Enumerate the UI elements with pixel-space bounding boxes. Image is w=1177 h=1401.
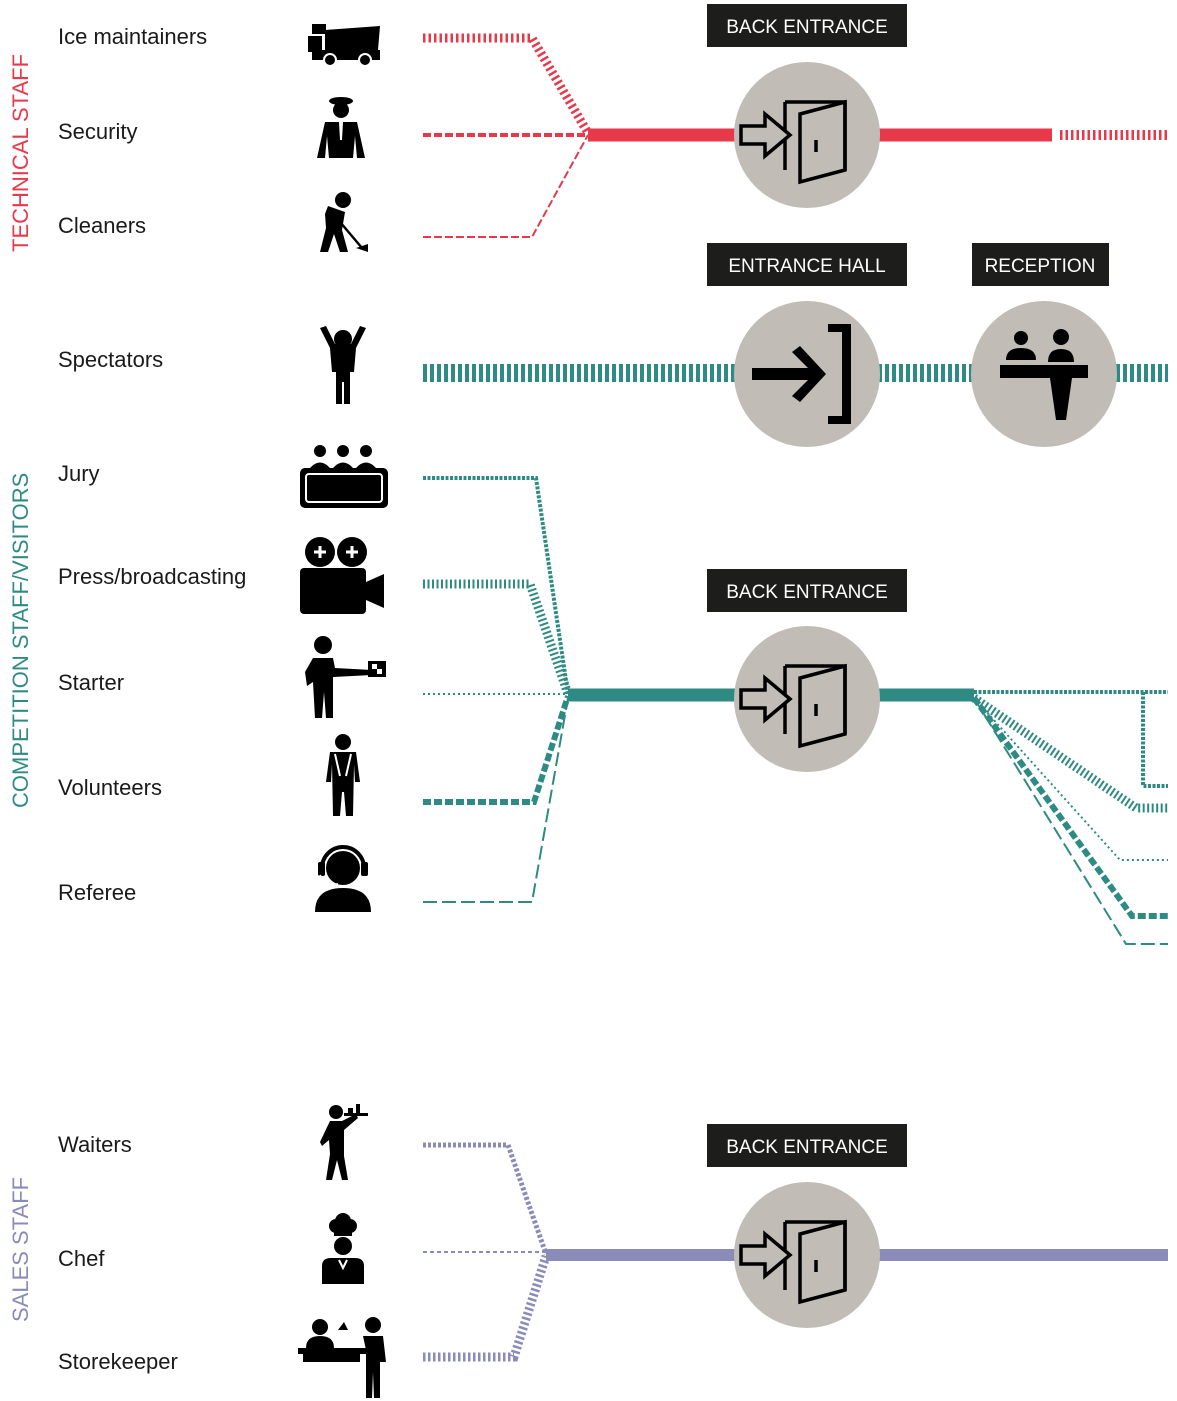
starter-flag-icon: [305, 636, 386, 718]
flow-line-press-exit: [971, 694, 1168, 813]
flow-line-volunteers-exit: [971, 696, 1168, 919]
role-label-jury: Jury: [58, 461, 100, 486]
arrow-enter-icon: [752, 324, 851, 424]
role-label-storekeeper: Storekeeper: [58, 1349, 178, 1374]
node-label-back-entrance-technical: BACK ENTRANCE: [726, 17, 888, 38]
flow-line-referee-exit: [973, 697, 1168, 945]
flow-line-waiters: [423, 1142, 549, 1255]
ice-resurfacer-icon: [308, 24, 380, 67]
role-label-security: Security: [58, 119, 137, 144]
referee-headset-icon: [315, 845, 371, 912]
door-enter-icon: [739, 1219, 847, 1305]
flow-line-volunteers: [423, 695, 571, 805]
role-label-cleaners: Cleaners: [58, 213, 146, 238]
reception: RECEPTION: [971, 243, 1117, 447]
node-label-entrance-hall: ENTRANCE HALL: [728, 256, 885, 277]
flow-line-cleaners: [423, 134, 589, 238]
cheering-spectator-icon: [320, 326, 366, 404]
role-label-starter: Starter: [58, 670, 124, 695]
role-label-referee: Referee: [58, 880, 136, 905]
group-label-technical: TECHNICAL STAFF: [8, 54, 33, 252]
door-enter-icon: [739, 99, 847, 185]
reception-desk-icon: [1000, 329, 1088, 420]
role-label-spectators: Spectators: [58, 347, 163, 372]
group-label-sales: SALES STAFF: [8, 1177, 33, 1322]
node-tag: [707, 4, 907, 47]
door-enter-icon: [739, 663, 847, 749]
flow-line-starter-exit: [973, 697, 1168, 861]
jury-panel-icon: [300, 445, 388, 508]
role-label-chef: Chef: [58, 1246, 105, 1271]
back-entrance-technical: BACK ENTRANCE: [707, 4, 907, 208]
node-tag: [707, 243, 907, 286]
node-label-back-entrance-sales: BACK ENTRANCE: [726, 1137, 888, 1158]
role-label-volunteers: Volunteers: [58, 775, 162, 800]
waiter-tray-icon: [320, 1104, 368, 1180]
flow-line-press: [423, 579, 573, 696]
node-tag: [707, 569, 907, 612]
back-entrance-sales: BACK ENTRANCE: [707, 1124, 907, 1328]
node-tag: [707, 1124, 907, 1167]
flow-line-jury: [423, 476, 570, 695]
flow-line-referee: [423, 697, 569, 903]
flow-line-ice-maintainers: [423, 33, 592, 136]
role-label-press: Press/broadcasting: [58, 564, 246, 589]
storekeeper-counter-icon: [298, 1317, 386, 1398]
chef-hat-icon: [322, 1213, 364, 1284]
security-guard-icon: [317, 97, 365, 158]
group-label-competition: COMPETITION STAFF/VISITORS: [8, 473, 33, 808]
flow-line-storekeeper: [423, 1254, 551, 1362]
back-entrance-competition: BACK ENTRANCE: [707, 569, 907, 772]
role-label-ice-maintainers: Ice maintainers: [58, 24, 207, 49]
node-label-reception: RECEPTION: [985, 256, 1096, 277]
film-camera-icon: [300, 537, 384, 614]
node-label-back-entrance-competition: BACK ENTRANCE: [726, 582, 888, 603]
role-label-waiters: Waiters: [58, 1132, 132, 1157]
node-tag: [972, 243, 1109, 286]
cleaner-sweeping-icon: [320, 192, 368, 252]
flow-line-jury-branch: [1141, 692, 1168, 788]
entrance-hall: ENTRANCE HALL: [707, 243, 907, 447]
volunteer-vest-icon: [326, 734, 360, 816]
